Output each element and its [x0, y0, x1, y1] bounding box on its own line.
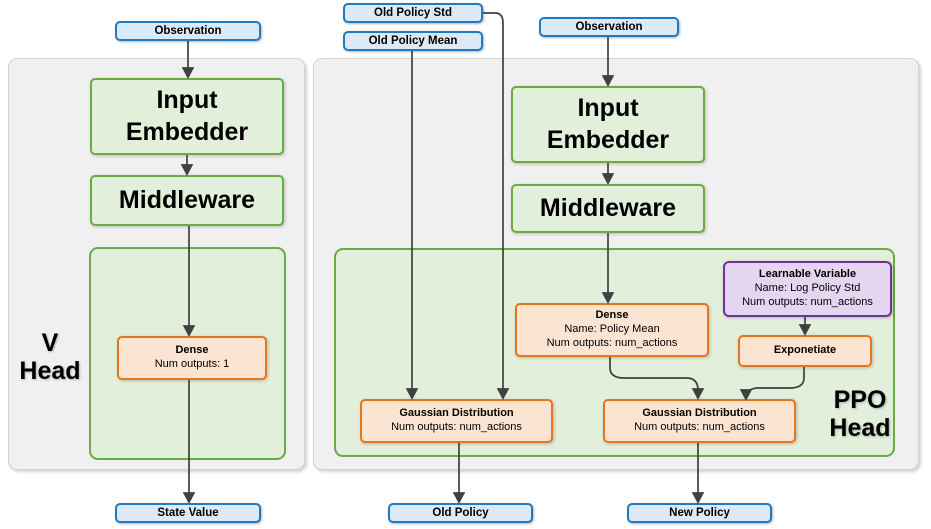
- ppo-middleware-label: Middleware: [539, 193, 677, 222]
- ppo-gaussian-old[interactable]: Gaussian Distribution Num outputs: num_a…: [360, 399, 553, 443]
- ppo-head-label: PPO Head: [820, 386, 900, 442]
- ppo-middleware[interactable]: Middleware: [511, 184, 705, 233]
- input-old-policy-mean-label: Old Policy Mean: [368, 34, 458, 47]
- ppo-exponetiate-title: Exponetiate: [773, 344, 837, 357]
- input-observation-v[interactable]: Observation: [115, 21, 261, 41]
- v-head-label: V Head: [14, 329, 86, 385]
- v-input-embedder-label: Input Embedder: [125, 86, 249, 146]
- input-observation-ppo[interactable]: Observation: [539, 17, 679, 37]
- v-middleware-label: Middleware: [118, 185, 256, 214]
- ppo-dense-policy-mean[interactable]: Dense Name: Policy Mean Num outputs: num…: [515, 303, 709, 357]
- output-state-value[interactable]: State Value: [115, 503, 261, 523]
- v-dense-title: Dense: [175, 344, 209, 357]
- ppo-gaussian-old-num-outputs: Num outputs: num_actions: [391, 421, 522, 433]
- ppo-dense-name: Name: Policy Mean: [564, 323, 660, 336]
- ppo-learnable-variable-name: Name: Log Policy Std: [754, 282, 861, 295]
- ppo-learnable-variable[interactable]: Learnable Variable Name: Log Policy Std …: [723, 261, 892, 317]
- ppo-dense-num-outputs: Num outputs: num_actions: [546, 336, 678, 349]
- output-state-value-label: State Value: [157, 506, 219, 519]
- ppo-input-embedder-label: Input Embedder: [546, 94, 670, 154]
- input-old-policy-mean[interactable]: Old Policy Mean: [343, 31, 483, 51]
- v-dense[interactable]: Dense Num outputs: 1: [117, 336, 267, 380]
- output-new-policy-label: New Policy: [669, 506, 730, 519]
- ppo-gaussian-new[interactable]: Gaussian Distribution Num outputs: num_a…: [603, 399, 796, 443]
- v-head-label-line1: V: [41, 329, 59, 357]
- input-observation-ppo-label: Observation: [575, 20, 643, 33]
- output-new-policy[interactable]: New Policy: [627, 503, 772, 523]
- v-head-label-line2: Head: [19, 356, 81, 385]
- output-old-policy[interactable]: Old Policy: [388, 503, 533, 523]
- output-old-policy-label: Old Policy: [432, 506, 489, 519]
- ppo-head-label-line2: Head: [829, 413, 891, 442]
- v-middleware[interactable]: Middleware: [90, 175, 284, 226]
- input-old-policy-std[interactable]: Old Policy Std: [343, 3, 483, 23]
- ppo-dense-title: Dense: [595, 309, 629, 322]
- ppo-gaussian-old-title: Gaussian Distribution: [399, 407, 514, 420]
- ppo-gaussian-new-title: Gaussian Distribution: [642, 407, 757, 420]
- ppo-learnable-variable-title: Learnable Variable: [758, 268, 857, 281]
- v-input-embedder[interactable]: Input Embedder: [90, 78, 284, 155]
- ppo-head-label-line1: PPO: [833, 386, 887, 414]
- input-observation-v-label: Observation: [154, 24, 222, 37]
- ppo-exponetiate[interactable]: Exponetiate: [738, 335, 872, 367]
- input-old-policy-std-label: Old Policy Std: [374, 6, 452, 19]
- ppo-learnable-variable-num-outputs: Num outputs: num_actions: [742, 295, 873, 308]
- ppo-gaussian-new-num-outputs: Num outputs: num_actions: [634, 421, 765, 433]
- ppo-input-embedder[interactable]: Input Embedder: [511, 86, 705, 163]
- v-dense-num-outputs: Num outputs: 1: [154, 358, 230, 370]
